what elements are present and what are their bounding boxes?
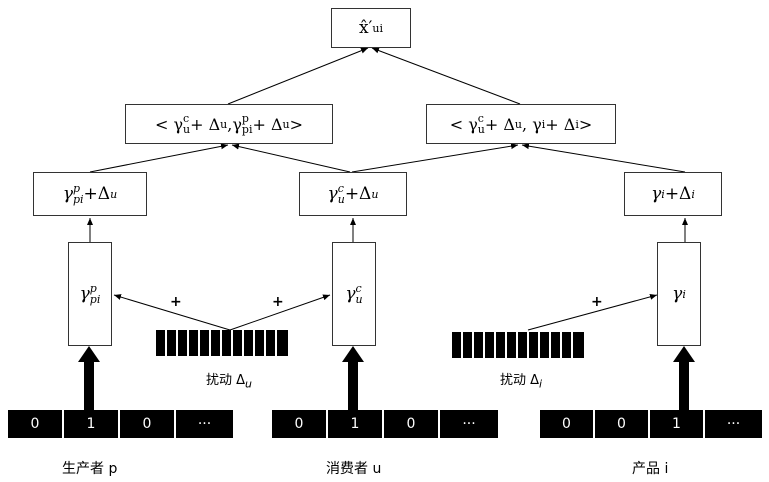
onehot-cell: ··· bbox=[176, 410, 233, 438]
onehot-cell: 0 bbox=[272, 410, 328, 438]
pair-box-left: < γcu + Δu,γppi + Δu> bbox=[125, 104, 333, 144]
edge-left-pair-to-top bbox=[228, 48, 368, 104]
onehot-cell: 0 bbox=[8, 410, 64, 438]
embedding-producer: γppi bbox=[68, 242, 112, 346]
thick-arrow-u bbox=[342, 346, 364, 410]
embedding-consumer: γcu bbox=[332, 242, 376, 346]
edge-sum-p-to-left-pair bbox=[90, 145, 228, 172]
prediction-sub: ui bbox=[372, 22, 383, 35]
embedding-product: γi bbox=[657, 242, 701, 346]
onehot-cell: ··· bbox=[440, 410, 498, 438]
label-consumer: 消费者 u bbox=[326, 458, 381, 478]
perturbation-label-i: 扰动 Δi bbox=[500, 369, 542, 391]
onehot-cell: 1 bbox=[328, 410, 384, 438]
label-product: 产品 i bbox=[632, 458, 668, 478]
edge-sum-i-to-right-pair bbox=[522, 145, 685, 172]
perturbation-vector-u bbox=[156, 330, 288, 356]
plus-sign-right: + bbox=[591, 294, 603, 310]
sum-box-consumer: γcu+Δu bbox=[299, 172, 407, 216]
sum-box-producer: γppi+Δu bbox=[33, 172, 147, 216]
thick-arrow-i bbox=[673, 346, 695, 410]
onehot-cell: ··· bbox=[705, 410, 762, 438]
onehot-cell: 0 bbox=[120, 410, 176, 438]
plus-sign-left: + bbox=[170, 294, 182, 310]
onehot-product: 0 0 1 ··· bbox=[540, 410, 762, 438]
perturbation-label-u: 扰动 Δu bbox=[206, 369, 252, 391]
prediction-xhat: x̂ bbox=[359, 18, 369, 38]
sum-box-product: γi+Δi bbox=[624, 172, 722, 216]
onehot-cell: 1 bbox=[650, 410, 705, 438]
onehot-cell: 1 bbox=[64, 410, 120, 438]
perturbation-vector-i bbox=[452, 332, 584, 358]
prediction-node: x̂′ui bbox=[331, 8, 411, 48]
onehot-consumer: 0 1 0 ··· bbox=[272, 410, 498, 438]
edge-sum-u-to-right-pair bbox=[352, 145, 518, 172]
edge-right-pair-to-top bbox=[372, 48, 520, 104]
edge-sum-u-to-left-pair bbox=[232, 145, 350, 172]
onehot-producer: 0 1 0 ··· bbox=[8, 410, 233, 438]
onehot-cell: 0 bbox=[384, 410, 440, 438]
onehot-cell: 0 bbox=[540, 410, 595, 438]
pair-box-right: < γcu + Δu, γi + Δi> bbox=[426, 104, 616, 144]
onehot-cell: 0 bbox=[595, 410, 650, 438]
label-producer: 生产者 p bbox=[62, 458, 117, 478]
thick-arrow-p bbox=[78, 346, 100, 410]
plus-sign-middle: + bbox=[272, 294, 284, 310]
